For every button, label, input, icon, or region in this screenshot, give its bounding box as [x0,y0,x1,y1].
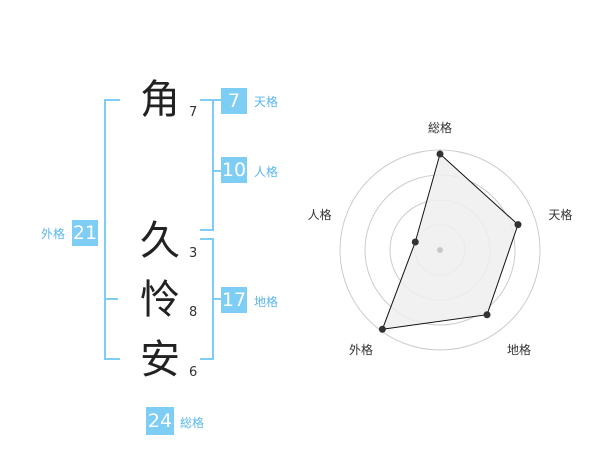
soukaku-label: 総格 [180,416,205,430]
radar-axis-label: 総格 [428,120,452,135]
stroke-count-4: 6 [189,365,198,380]
chikaku-label: 地格 [254,295,279,309]
soukaku-badge: 24 [146,407,174,435]
chikaku-badge: 17 [221,287,247,313]
tenkaku-badge: 7 [221,88,247,114]
jinkaku-bracket [200,99,214,231]
name-char-1: 角 [140,77,180,123]
jinkaku-connector [212,170,221,172]
radar-point [483,311,491,319]
name-char-2: 久 [140,218,180,264]
radar-center-dot [437,247,443,253]
radar-axis-label: 人格 [308,207,332,222]
radar-point [411,238,419,246]
radar-axis-label: 天格 [548,207,572,222]
gaikaku-bracket [104,99,120,360]
radar-axis-label: 地格 [507,342,531,357]
gaikaku-label: 外格 [41,227,66,241]
chikaku-connector [212,298,221,300]
radar-axis-label: 外格 [349,342,373,357]
gaikaku-badge: 21 [72,220,98,246]
stroke-count-3: 8 [189,305,198,320]
jinkaku-label: 人格 [254,165,279,179]
name-char-3: 怜 [140,277,180,323]
stroke-count-1: 7 [189,105,198,120]
radar-grid-ring [339,149,541,351]
name-char-4: 安 [140,337,180,383]
radar-point [378,325,386,333]
radar-point [514,221,522,229]
tenkaku-label: 天格 [254,95,279,109]
jinkaku-badge: 10 [221,157,247,183]
radar-point [436,150,444,158]
stroke-count-2: 3 [189,246,198,261]
radar-data-polygon [381,153,519,330]
tenkaku-connector [212,99,221,101]
gaikaku-bracket-mid-tick [104,298,118,300]
